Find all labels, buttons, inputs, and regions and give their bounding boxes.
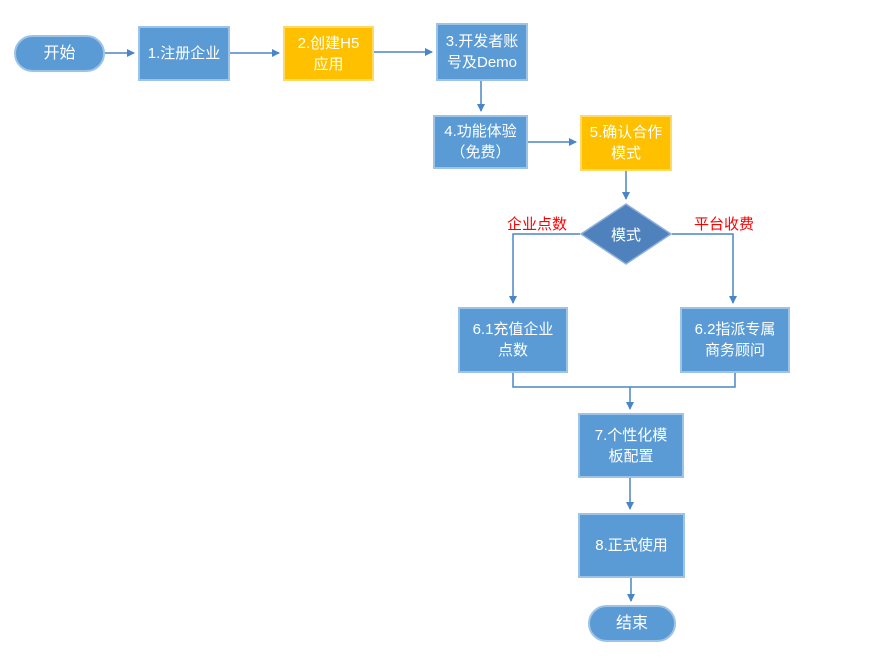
node-step-6-2: 6.2指派专属 商务顾问	[680, 307, 790, 373]
decision-diamond-shape	[580, 203, 672, 265]
node-step-5-line1: 5.确认合作	[589, 124, 663, 141]
node-step-6-1-line1: 6.1充值企业	[472, 321, 554, 338]
connector-decision-step62	[672, 233, 737, 304]
node-step-4-line2: （免费）	[450, 144, 511, 161]
node-start: 开始	[14, 35, 105, 72]
node-step-6-1: 6.1充值企业 点数	[458, 307, 568, 373]
node-step-2-line2: 应用	[313, 55, 344, 73]
node-step-8: 8.正式使用	[578, 513, 685, 578]
node-start-label: 开始	[43, 45, 76, 62]
node-step-6-1-line2: 点数	[497, 342, 528, 359]
node-step-5-line2: 模式	[610, 145, 641, 162]
node-step-2-line1: 2.创建H5	[297, 34, 360, 52]
branch-label-right: 平台收费	[694, 216, 755, 233]
node-step-8-line1: 8.正式使用	[595, 537, 668, 554]
node-step-4-line1: 4.功能体验	[444, 123, 517, 140]
node-decision-label: 模式	[610, 226, 641, 244]
node-step-7: 7.个性化模 板配置	[578, 413, 684, 478]
node-step-1-line1: 1.注册企业	[147, 45, 221, 62]
branch-label-left: 企业点数	[507, 216, 568, 233]
node-step-4: 4.功能体验 （免费）	[433, 115, 528, 169]
node-step-2: 2.创建H5 应用	[283, 26, 374, 81]
node-decision: 模式	[580, 203, 672, 265]
node-end: 结束	[588, 605, 676, 642]
node-step-3: 3.开发者账 号及Demo	[436, 23, 528, 81]
node-step-5: 5.确认合作 模式	[580, 115, 672, 171]
node-step-7-line1: 7.个性化模	[594, 426, 668, 444]
connector-merge-line	[512, 373, 736, 388]
connector-decision-step61	[509, 233, 580, 304]
node-step-1: 1.注册企业	[138, 26, 230, 81]
node-step-3-line1: 3.开发者账	[445, 33, 519, 50]
node-end-label: 结束	[615, 615, 648, 632]
node-step-6-2-line1: 6.2指派专属	[694, 321, 776, 338]
node-step-3-line2: 号及Demo	[446, 54, 517, 71]
node-step-6-2-line2: 商务顾问	[704, 342, 765, 359]
node-step-7-line2: 板配置	[608, 447, 654, 465]
